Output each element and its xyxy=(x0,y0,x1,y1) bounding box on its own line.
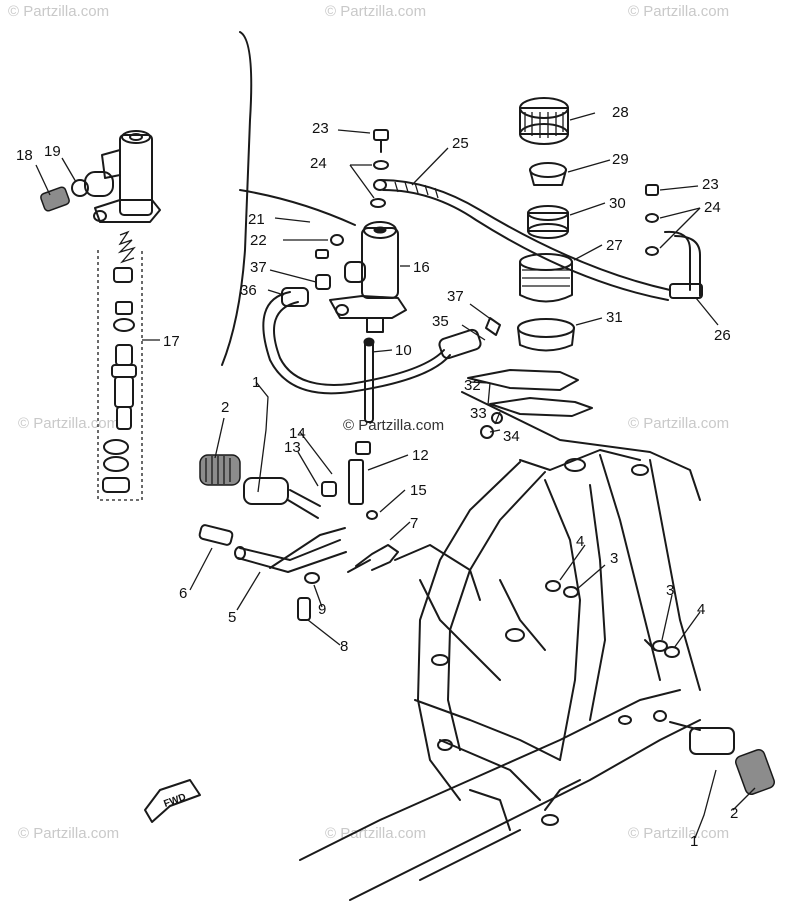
master-cylinder xyxy=(315,221,407,333)
callout-5: 5 xyxy=(228,609,236,626)
brake-pedal-parts xyxy=(198,454,399,621)
callout-23: 23 xyxy=(702,176,719,193)
frame-drawing xyxy=(299,391,701,901)
fwd-arrow-icon: FWD xyxy=(144,779,201,823)
callout-27: 27 xyxy=(606,237,623,254)
callout-35: 35 xyxy=(432,313,449,330)
callout-32: 32 xyxy=(464,377,481,394)
callout-30: 30 xyxy=(609,195,626,212)
callout-6: 6 xyxy=(179,585,187,602)
brake-hose xyxy=(373,179,703,301)
callout-labels: 23 24 25 28 29 30 27 31 23 24 26 21 22 1… xyxy=(16,104,738,850)
callout-37: 37 xyxy=(447,288,464,305)
watermark-text: © Partzilla.com xyxy=(628,3,729,20)
callout-2: 2 xyxy=(221,399,229,416)
callout-4: 4 xyxy=(576,533,584,550)
leader-lines xyxy=(35,112,756,839)
callout-26: 26 xyxy=(714,327,731,344)
callout-15: 15 xyxy=(410,482,427,499)
callout-7: 7 xyxy=(410,515,418,532)
watermark-text: © Partzilla.com xyxy=(628,825,729,842)
callout-1: 1 xyxy=(252,374,260,391)
callout-3: 3 xyxy=(610,550,618,567)
fwd-label: FWD xyxy=(162,792,187,810)
watermark-text: © Partzilla.com xyxy=(8,3,109,20)
callout-13: 13 xyxy=(284,439,301,456)
callout-17: 17 xyxy=(163,333,180,350)
banjo-bolts xyxy=(370,129,659,256)
watermark-text: © Partzilla.com xyxy=(18,415,119,432)
reservoir-assembly xyxy=(517,97,575,352)
callout-24: 24 xyxy=(310,155,327,172)
callout-9: 9 xyxy=(318,601,326,618)
watermark-text: © Partzilla.com xyxy=(325,3,426,20)
footpeg-right xyxy=(545,580,775,795)
callout-23: 23 xyxy=(312,120,329,137)
callout-10: 10 xyxy=(395,342,412,359)
watermark-text: © Partzilla.com xyxy=(325,825,426,842)
watermark-center-text: © Partzilla.com xyxy=(343,417,444,434)
callout-22: 22 xyxy=(250,232,267,249)
reservoir-hose xyxy=(262,287,501,395)
watermark-text: © Partzilla.com xyxy=(18,825,119,842)
callout-2: 2 xyxy=(730,805,738,822)
callout-8: 8 xyxy=(340,638,348,655)
callout-14: 14 xyxy=(289,425,306,442)
master-cylinder-exploded xyxy=(40,130,161,501)
callout-4: 4 xyxy=(697,601,705,618)
callout-33: 33 xyxy=(470,405,487,422)
watermark-text: © Partzilla.com xyxy=(628,415,729,432)
callout-28: 28 xyxy=(612,104,629,121)
callout-37: 37 xyxy=(250,259,267,276)
callout-36: 36 xyxy=(240,282,257,299)
callout-1: 1 xyxy=(690,833,698,850)
callout-31: 31 xyxy=(606,309,623,326)
callout-29: 29 xyxy=(612,151,629,168)
callout-3: 3 xyxy=(666,582,674,599)
callout-12: 12 xyxy=(412,447,429,464)
callout-19: 19 xyxy=(44,143,61,160)
callout-16: 16 xyxy=(413,259,430,276)
callout-25: 25 xyxy=(452,135,469,152)
callout-21: 21 xyxy=(248,211,265,228)
hose-route-line xyxy=(221,31,356,366)
callout-24: 24 xyxy=(704,199,721,216)
callout-18: 18 xyxy=(16,147,33,164)
callout-34: 34 xyxy=(503,428,520,445)
